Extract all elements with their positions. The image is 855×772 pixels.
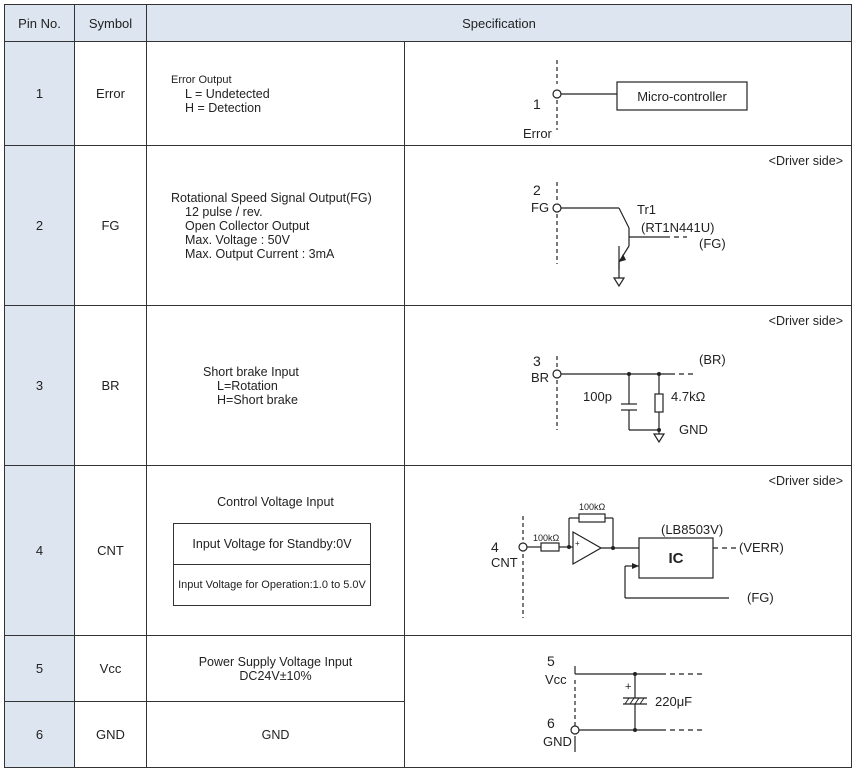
pin-num-label: 3 bbox=[533, 353, 541, 369]
table-row-pin-6: 6 GND GND bbox=[4, 701, 852, 768]
pin-number: 4 bbox=[4, 465, 75, 636]
operation-voltage: Input Voltage for Operation:1.0 to 5.0V bbox=[178, 579, 366, 591]
error-circuit-diagram: 1 Error Micro-controller bbox=[523, 60, 748, 141]
table-row-pin-1: 1 Error Error Output L = Undetected H = … bbox=[4, 41, 852, 146]
spec-diagram-cnt: <Driver side> bbox=[404, 465, 852, 636]
ic-label: IC bbox=[669, 550, 684, 567]
pin6-name-label: GND bbox=[543, 734, 572, 749]
pin-number: 3 bbox=[4, 305, 75, 466]
gnd-label: GND bbox=[679, 422, 708, 437]
spec-diagram-fg: <Driver side> 2 FG bbox=[404, 145, 852, 306]
header-row: Pin No. Symbol Specification bbox=[4, 4, 852, 42]
desc-line: Error Output bbox=[171, 73, 232, 86]
header-specification: Specification bbox=[146, 4, 852, 42]
pin-num-label: 2 bbox=[533, 182, 541, 198]
fg-circuit-diagram: 2 FG Tr1 (RT1N441U) (FG) bbox=[531, 182, 726, 288]
pin-symbol: Vcc bbox=[74, 635, 147, 702]
pin-description: GND bbox=[146, 701, 405, 768]
voltage-box: Input Voltage for Standby:0V Input Volta… bbox=[173, 523, 371, 606]
br-circuit-diagram: 3 BR (BR) 100p 4.7kΩ GND bbox=[531, 352, 726, 444]
pin-symbol: FG bbox=[74, 145, 147, 306]
standby-voltage: Input Voltage for Standby:0V bbox=[174, 524, 370, 565]
pin-description: Power Supply Voltage Input DC24V±10% bbox=[146, 635, 405, 702]
pin-spec-table: Pin No. Symbol Specification 1 Error Err… bbox=[4, 4, 852, 768]
capacitor-label: 100p bbox=[583, 389, 612, 404]
spec-diagram-power: + 5 Vcc 220μF 6 GND bbox=[404, 635, 852, 768]
pin5-num-label: 5 bbox=[547, 653, 555, 669]
desc-line: Rotational Speed Signal Output(FG) bbox=[171, 190, 372, 205]
spec-diagram-error: 1 Error Micro-controller bbox=[404, 41, 852, 146]
fg-label: (FG) bbox=[747, 590, 774, 605]
signal-label: (FG) bbox=[699, 236, 726, 251]
pin-num-label: 4 bbox=[491, 539, 499, 555]
desc-line: L = Undetected bbox=[185, 86, 270, 101]
opamp-plus: + bbox=[575, 539, 580, 548]
pin-symbol: GND bbox=[74, 701, 147, 768]
table-row-pin-3: 3 BR Short brake Input L=Rotation H=Shor… bbox=[4, 305, 852, 466]
header-pin-no: Pin No. bbox=[4, 4, 75, 42]
desc-title: Control Voltage Input bbox=[217, 495, 334, 509]
feedback-resistor-label: 100kΩ bbox=[579, 502, 606, 512]
desc-line: H=Short brake bbox=[217, 392, 298, 407]
desc-line: H = Detection bbox=[185, 100, 262, 115]
desc-line: Max. Output Current : 3mA bbox=[185, 246, 335, 261]
cnt-circuit-diagram: + 4 CNT 100kΩ 100kΩ (LB8503V) IC (VERR) … bbox=[491, 502, 784, 618]
pin-number: 1 bbox=[4, 41, 75, 146]
resistor-label: 4.7kΩ bbox=[671, 389, 706, 404]
pin-name-label: FG bbox=[531, 200, 549, 215]
pin-name-label: BR bbox=[531, 370, 549, 385]
table-row-pin-2: 2 FG Rotational Speed Signal Output(FG) … bbox=[4, 145, 852, 306]
desc-line: L=Rotation bbox=[217, 378, 278, 393]
desc-line: Open Collector Output bbox=[185, 218, 310, 233]
pin-description: Control Voltage Input Input Voltage for … bbox=[146, 465, 405, 636]
transistor-label: Tr1 bbox=[637, 202, 656, 217]
power-circuit-diagram: + 5 Vcc 220μF 6 GND bbox=[543, 653, 705, 752]
driver-side-label: <Driver side> bbox=[768, 474, 843, 488]
pin5-name-label: Vcc bbox=[545, 672, 567, 687]
desc-line: Short brake Input bbox=[203, 364, 299, 379]
pin-description: Short brake Input L=Rotation H=Short bra… bbox=[146, 305, 405, 466]
spec-diagram-br: <Driver side> bbox=[404, 305, 852, 466]
transistor-part-label: (RT1N441U) bbox=[641, 220, 714, 235]
desc-line: Power Supply Voltage Input bbox=[198, 654, 353, 669]
desc-line: 12 pulse / rev. bbox=[185, 204, 263, 219]
ic-part-label: (LB8503V) bbox=[661, 522, 723, 537]
capacitor-label: 220μF bbox=[655, 694, 692, 709]
header-symbol: Symbol bbox=[74, 4, 147, 42]
microcontroller-box-label: Micro-controller bbox=[637, 89, 727, 104]
input-resistor-label: 100kΩ bbox=[533, 533, 560, 543]
pin-number: 2 bbox=[4, 145, 75, 306]
pin-number: 5 bbox=[4, 635, 75, 702]
pin-number: 6 bbox=[4, 701, 75, 768]
pin-name-label: CNT bbox=[491, 555, 518, 570]
cap-plus-label: + bbox=[625, 681, 631, 693]
pin-name-label: Error bbox=[523, 126, 553, 141]
pin-symbol: CNT bbox=[74, 465, 147, 636]
desc-line: DC24V±10% bbox=[239, 668, 312, 683]
pin6-num-label: 6 bbox=[547, 715, 555, 731]
pin-symbol: Error bbox=[74, 41, 147, 146]
table-row-pin-4: 4 CNT Control Voltage Input Input Voltag… bbox=[4, 465, 852, 636]
verr-label: (VERR) bbox=[739, 540, 784, 555]
pin-description: Error Output L = Undetected H = Detectio… bbox=[146, 41, 405, 146]
driver-side-label: <Driver side> bbox=[768, 314, 843, 328]
signal-label: (BR) bbox=[699, 352, 726, 367]
pin-num-label: 1 bbox=[533, 96, 541, 112]
pin-symbol: BR bbox=[74, 305, 147, 466]
table-row-pin-5: 5 Vcc Power Supply Voltage Input DC24V±1… bbox=[4, 635, 852, 768]
desc-line: Max. Voltage : 50V bbox=[185, 232, 290, 247]
pin-description: Rotational Speed Signal Output(FG) 12 pu… bbox=[146, 145, 405, 306]
driver-side-label: <Driver side> bbox=[768, 154, 843, 168]
